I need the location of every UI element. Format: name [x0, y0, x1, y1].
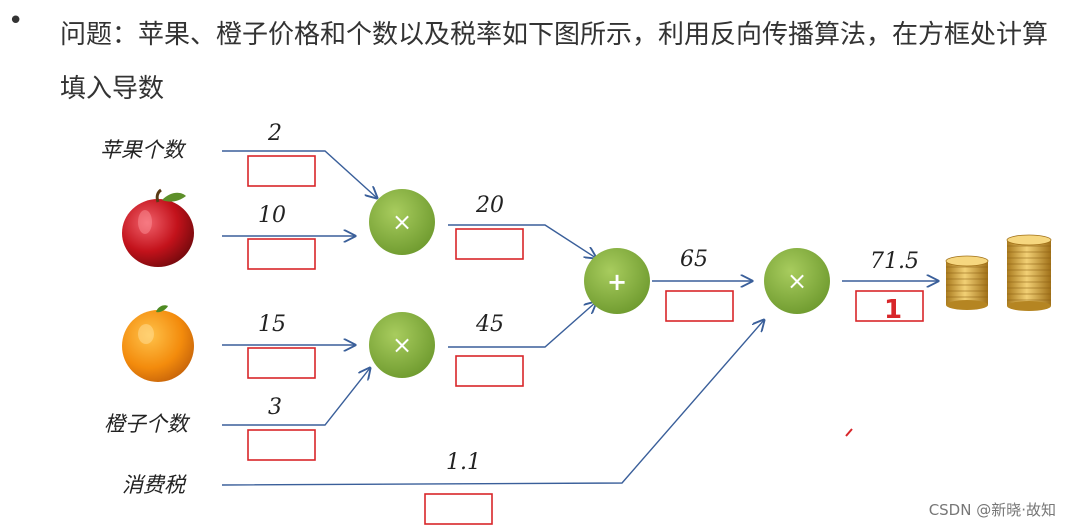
- answer-box-sum[interactable]: [665, 290, 734, 322]
- edge-orange-total: [448, 302, 596, 348]
- value-apple-total: 20: [475, 193, 504, 218]
- answer-box-tax[interactable]: [424, 493, 493, 525]
- value-orange-count: 3: [268, 395, 282, 420]
- value-final: 71.5: [870, 249, 919, 274]
- value-orange-price: 15: [258, 312, 286, 337]
- answer-box-orange-count[interactable]: [247, 429, 316, 461]
- add-node-symbol: +: [607, 268, 627, 296]
- mul-node-apple-symbol: ×: [392, 208, 412, 236]
- watermark: CSDN @新晓·故知: [928, 501, 1056, 519]
- value-tax: 1.1: [446, 450, 481, 475]
- mul-node-tax-symbol: ×: [787, 267, 807, 295]
- edge-apple-count: [222, 150, 377, 198]
- answer-box-apple-total[interactable]: [455, 228, 524, 260]
- add-node: +: [584, 248, 650, 314]
- mul-node-orange-symbol: ×: [392, 331, 412, 359]
- value-apple-count: 2: [267, 121, 282, 146]
- answer-box-orange-total[interactable]: [455, 355, 524, 387]
- answer-box-apple-price[interactable]: [247, 238, 316, 270]
- value-orange-total: 45: [475, 312, 504, 337]
- label-tax: 消费税: [122, 473, 187, 497]
- label-apple-count: 苹果个数: [100, 138, 187, 162]
- value-apple-price: 10: [258, 203, 286, 228]
- orange-image: [122, 305, 194, 382]
- value-sum: 65: [680, 247, 708, 272]
- edge-orange-count: [222, 368, 370, 426]
- pen-cursor-mark: [845, 428, 853, 437]
- label-orange-count: 橙子个数: [104, 412, 191, 436]
- question-text: 问题：苹果、橙子价格和个数以及税率如下图所示，利用反向传播算法，在方框处计算填入…: [60, 20, 1049, 104]
- answer-box-orange-price[interactable]: [247, 347, 316, 379]
- mul-node-apple: ×: [369, 189, 435, 255]
- apple-image: [122, 188, 194, 267]
- answer-final-mark: 1: [884, 295, 902, 325]
- answer-box-apple-count[interactable]: [247, 155, 316, 187]
- coins-image: [945, 234, 1052, 311]
- mul-node-orange: ×: [369, 312, 435, 378]
- mul-node-tax: ×: [764, 248, 830, 314]
- bullet: •: [8, 6, 24, 36]
- edge-tax: [221, 320, 764, 486]
- answer-box-final[interactable]: [855, 290, 924, 322]
- edge-apple-total: [448, 224, 596, 258]
